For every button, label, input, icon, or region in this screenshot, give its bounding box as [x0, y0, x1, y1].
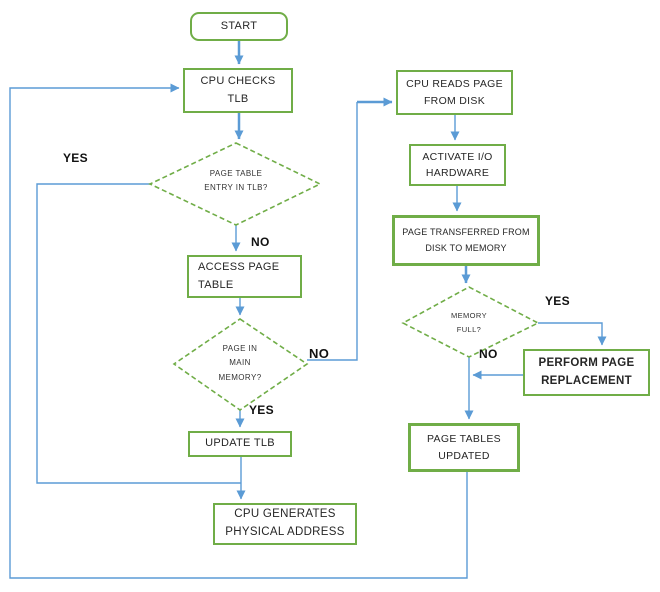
- node-page-transferred-disk-to-memory: PAGE TRANSFERRED FROM DISK TO MEMORY: [392, 215, 540, 266]
- edge-memory-full-yes-to-replacement: [538, 322, 607, 346]
- edge-label-memory-full-yes: YES: [545, 294, 570, 308]
- node-start: START: [190, 12, 288, 41]
- node-update-tlb: UPDATE TLB: [188, 431, 292, 457]
- edge-tlb-decision-yes-merge: [36, 183, 241, 484]
- decision-page-table-entry-in-tlb-shape: [148, 142, 322, 226]
- node-page-tables-updated: PAGE TABLES UPDATED: [408, 423, 520, 472]
- edge-label-tlb-hit-yes: YES: [63, 151, 88, 165]
- edge-label-page-fault-no: NO: [309, 346, 330, 361]
- edge-page-tables-loop-to-cpu-checks: [9, 83, 468, 579]
- decision-page-in-main-memory-label: PAGE IN MAIN MEMORY?: [218, 344, 262, 382]
- decision-page-table-entry-in-tlb-label: PAGE TABLE ENTRY IN TLB?: [204, 169, 268, 193]
- decision-page-in-main-memory-shape: [172, 318, 309, 411]
- edge-label-tlb-miss-no: NO: [251, 235, 270, 249]
- edge-label-memory-full-no: NO: [479, 347, 498, 361]
- node-cpu-checks-tlb: CPU CHECKS TLB: [183, 68, 293, 113]
- decision-memory-full-label: MEMORY FULL?: [450, 311, 487, 334]
- edge-label-page-present-yes: YES: [249, 403, 274, 417]
- node-access-page-table: ACCESS PAGE TABLE: [187, 255, 302, 298]
- node-activate-io-hardware: ACTIVATE I/O HARDWARE: [409, 144, 506, 186]
- decision-memory-full-shape: [401, 286, 540, 358]
- edge-memory-decision-no-riser: [307, 102, 358, 361]
- node-perform-page-replacement: PERFORM PAGE REPLACEMENT: [523, 349, 650, 396]
- node-cpu-generates-physical-address: CPU GENERATES PHYSICAL ADDRESS: [213, 503, 357, 545]
- node-cpu-reads-page-from-disk: CPU READS PAGE FROM DISK: [396, 70, 513, 115]
